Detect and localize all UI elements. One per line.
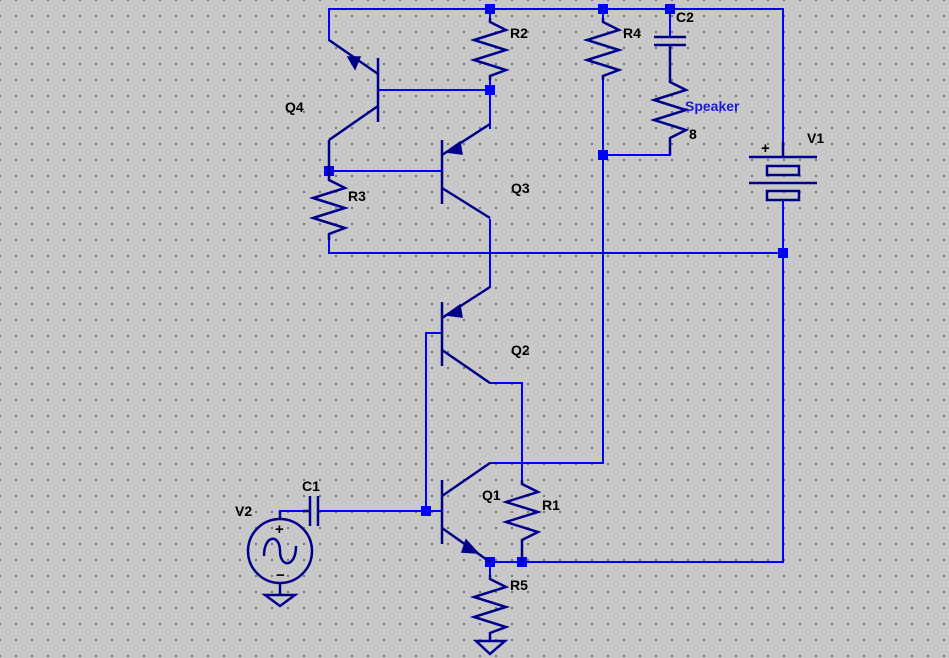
label-c2: C2 bbox=[676, 9, 694, 25]
label-r5: R5 bbox=[510, 577, 528, 593]
junction-dot bbox=[598, 4, 608, 14]
resistor-r2[interactable] bbox=[469, 18, 511, 80]
label-v2: V2 bbox=[235, 503, 252, 519]
wire-q2-base-to-q1[interactable] bbox=[425, 332, 443, 512]
resistor-r4[interactable] bbox=[582, 18, 624, 80]
wire-q2-to-r1[interactable] bbox=[489, 382, 523, 481]
capacitor-c2[interactable] bbox=[654, 35, 686, 72]
wire-top-rail[interactable] bbox=[328, 8, 784, 143]
label-r4: R4 bbox=[623, 25, 641, 41]
speaker-load[interactable] bbox=[649, 72, 691, 155]
q1-emitter-arrow bbox=[460, 538, 480, 554]
wire-r4-to-q1[interactable] bbox=[489, 79, 604, 464]
label-r3: R3 bbox=[348, 188, 366, 204]
v1-plus-label: + bbox=[761, 140, 770, 157]
label-q3: Q3 bbox=[511, 180, 530, 196]
junction-dot bbox=[485, 85, 495, 95]
junctions bbox=[324, 4, 788, 567]
label-q2: Q2 bbox=[511, 342, 530, 358]
component-labels: Q4 Q3 Q2 Q1 R2 R4 R3 R1 R5 C2 C1 Speaker… bbox=[235, 9, 824, 593]
resistor-r5[interactable] bbox=[469, 575, 511, 640]
v2-minus-label: − bbox=[276, 567, 285, 584]
junction-dot bbox=[665, 4, 675, 14]
ac-source-v2[interactable]: + − bbox=[246, 511, 314, 595]
junction-dot bbox=[421, 506, 431, 516]
label-q4: Q4 bbox=[285, 99, 304, 115]
transistor-q2[interactable] bbox=[440, 285, 491, 385]
wire-r3-bottom-rail[interactable] bbox=[328, 239, 784, 254]
label-speaker-value: 8 bbox=[689, 126, 697, 142]
ground-icon bbox=[261, 593, 299, 608]
q3-collector-lead bbox=[441, 186, 491, 220]
label-c1: C1 bbox=[302, 478, 320, 494]
v2-plus-label: + bbox=[275, 521, 284, 538]
label-q1: Q1 bbox=[482, 487, 501, 503]
v1-cell-1 bbox=[765, 164, 801, 177]
wires[interactable] bbox=[279, 8, 784, 576]
resistor-r3[interactable] bbox=[308, 171, 350, 240]
label-v1: V1 bbox=[807, 130, 824, 146]
transistor-q1[interactable] bbox=[440, 461, 491, 564]
resistor-r1[interactable] bbox=[501, 480, 543, 562]
q2-emitter-arrow bbox=[444, 303, 463, 318]
sine-wave-icon bbox=[262, 537, 298, 565]
q4-emitter-arrow bbox=[346, 56, 362, 71]
q2-collector-lead bbox=[441, 348, 491, 385]
v1-cell-2 bbox=[765, 189, 801, 202]
q4-collector-lead bbox=[328, 104, 379, 142]
q3-emitter-arrow bbox=[444, 140, 463, 155]
label-r1: R1 bbox=[542, 497, 560, 513]
ground-icon bbox=[472, 639, 509, 656]
transistor-q4[interactable] bbox=[327, 38, 380, 171]
junction-dot bbox=[778, 248, 788, 258]
junction-dot bbox=[598, 150, 608, 160]
transistor-q3[interactable] bbox=[440, 122, 491, 220]
capacitor-c1[interactable] bbox=[303, 496, 320, 526]
label-r2: R2 bbox=[510, 25, 528, 41]
q1-collector-lead bbox=[441, 461, 491, 498]
junction-dot bbox=[485, 4, 495, 14]
battery-v1[interactable]: + bbox=[749, 140, 817, 202]
label-speaker: Speaker bbox=[685, 98, 740, 114]
